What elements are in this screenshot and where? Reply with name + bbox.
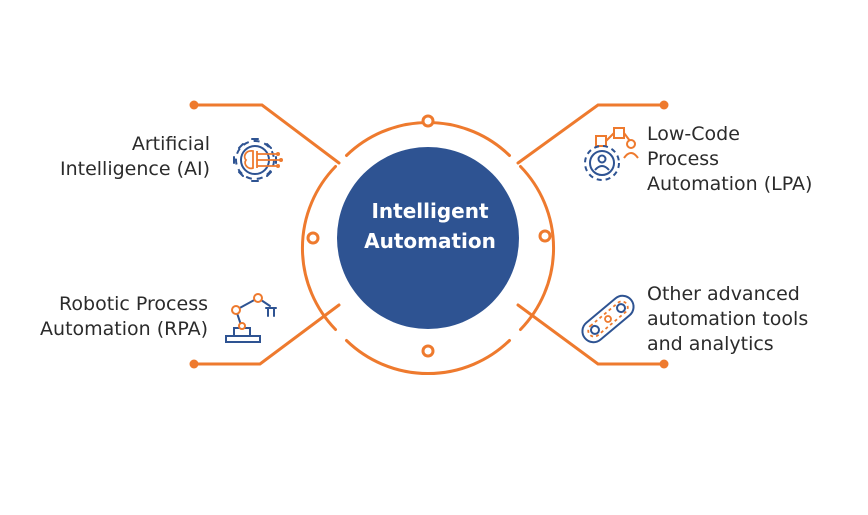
center-title-line-1: Intelligent [371, 199, 489, 223]
endpoint-dot-lpa [659, 100, 669, 110]
endpoint-dot-rpa [189, 359, 199, 369]
endpoint-dot-other [659, 359, 669, 369]
label-rpa-line-2: Automation (RPA) [40, 318, 208, 340]
label-rpa-line-1: Robotic Process [59, 293, 208, 315]
ring-node-right [538, 229, 552, 243]
robotic-arm-icon [225, 293, 277, 343]
center-title: Intelligent Automation [330, 196, 530, 256]
label-ai: Artificial Intelligence (AI) [20, 132, 210, 182]
ring-arc-left [301, 165, 337, 331]
workflow-gear-icon [584, 127, 639, 181]
label-lpa-line-1: Low-Code [647, 123, 740, 145]
label-other-line-3: and analytics [647, 333, 774, 355]
center-circle [337, 147, 519, 329]
connector-lpa [516, 103, 666, 165]
ring-node-left [306, 231, 320, 245]
label-other: Other advanced automation tools and anal… [647, 282, 862, 357]
label-ai-line-1: Artificial [131, 133, 210, 155]
ring-arc-right [519, 165, 555, 331]
label-lpa-line-2: Process [647, 148, 720, 170]
label-ai-line-2: Intelligence (AI) [59, 158, 210, 180]
label-other-line-1: Other advanced [647, 283, 800, 305]
connector-rpa [192, 303, 341, 366]
label-other-line-2: automation tools [647, 308, 809, 330]
ring-node-bottom [421, 344, 435, 358]
connector-other [516, 303, 666, 366]
label-lpa-line-3: Automation (LPA) [647, 173, 813, 195]
ring-node-top [421, 114, 435, 128]
connector-ai [192, 103, 341, 165]
center-title-line-2: Automation [364, 229, 496, 253]
ai-brain-gear-icon [233, 138, 283, 182]
ring-arc-bottom [345, 339, 511, 375]
endpoint-dot-ai [189, 100, 199, 110]
label-lpa: Low-Code Process Automation (LPA) [647, 122, 857, 197]
label-rpa: Robotic Process Automation (RPA) [10, 292, 208, 342]
conveyor-belt-icon [581, 294, 635, 344]
